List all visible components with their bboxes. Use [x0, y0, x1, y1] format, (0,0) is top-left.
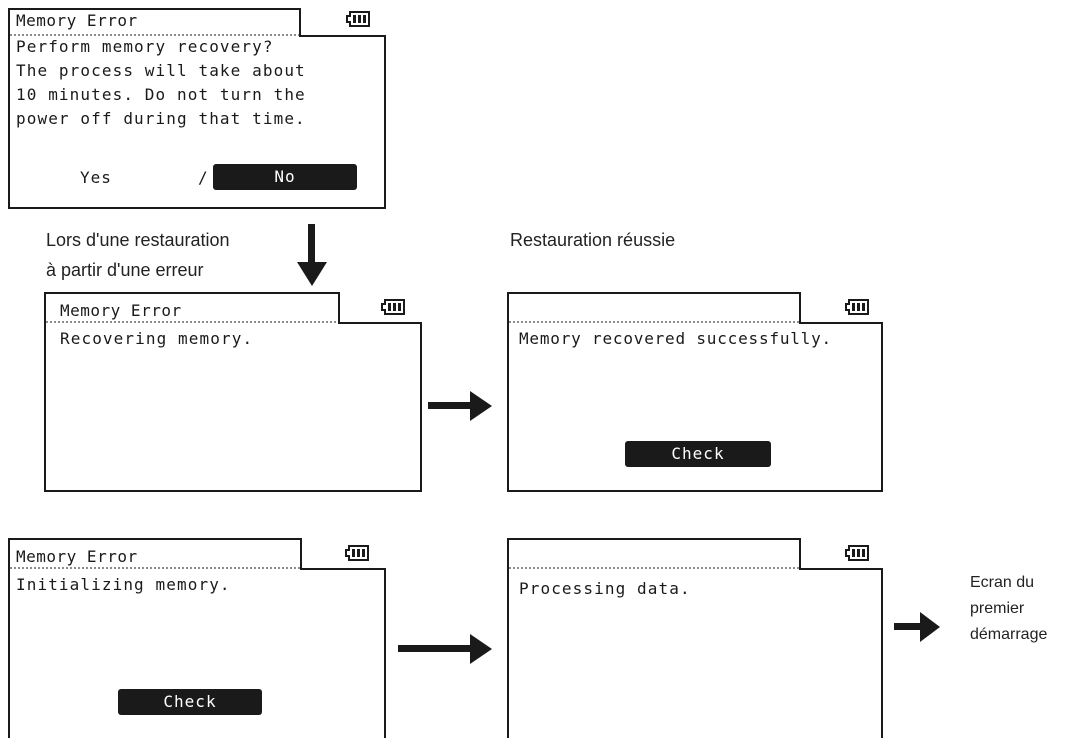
screen-title: Memory Error: [16, 11, 138, 30]
battery-icon: [346, 11, 370, 27]
recovery-success-screen: Memory recovered successfully. Check: [507, 292, 883, 492]
prompt-line-3: 10 minutes. Do not turn the: [16, 85, 306, 104]
battery-icon: [381, 299, 405, 315]
option-separator: /: [198, 168, 209, 187]
down-arrow: [297, 224, 327, 286]
screen-frame: [8, 538, 386, 738]
right-arrow: [894, 612, 940, 642]
prompt-line-4: power off during that time.: [16, 109, 306, 128]
right-arrow: [398, 634, 492, 664]
processing-data-screen: Processing data.: [507, 538, 883, 738]
battery-icon: [345, 545, 369, 561]
initializing-memory-screen: Memory Error Initializing memory. Check: [8, 538, 386, 738]
no-button[interactable]: No: [213, 164, 357, 190]
prompt-line-2: The process will take about: [16, 61, 306, 80]
caption-first-startup-line-3: démarrage: [970, 626, 1048, 643]
screen-title: Memory Error: [16, 547, 138, 566]
status-message: Initializing memory.: [16, 575, 231, 594]
screen-frame: [507, 538, 883, 738]
recovering-memory-screen: Memory Error Recovering memory.: [44, 292, 422, 492]
caption-first-startup-line-1: Ecran du: [970, 574, 1035, 591]
battery-icon: [845, 545, 869, 561]
caption-restore-from-error-line-2: à partir d'une erreur: [46, 260, 204, 280]
status-message: Memory recovered successfully.: [519, 329, 832, 348]
caption-first-startup-line-2: premier: [970, 600, 1025, 617]
check-button[interactable]: Check: [625, 441, 771, 467]
caption-first-startup: Ecran du premier démarrage: [970, 570, 1047, 648]
right-arrow: [428, 391, 492, 421]
screen-title: Memory Error: [60, 301, 182, 320]
status-message: Recovering memory.: [60, 329, 254, 348]
check-button[interactable]: Check: [118, 689, 262, 715]
memory-error-prompt-screen: Memory Error Perform memory recovery? Th…: [8, 8, 386, 209]
prompt-line-1: Perform memory recovery?: [16, 37, 274, 56]
yes-button[interactable]: Yes: [80, 168, 112, 187]
battery-icon: [845, 299, 869, 315]
status-message: Processing data.: [519, 579, 691, 598]
caption-restore-from-error-line-1: Lors d'une restauration: [46, 230, 230, 250]
caption-restore-success: Restauration réussie: [510, 230, 676, 250]
screen-frame: [44, 292, 422, 492]
screen-frame: [8, 8, 386, 209]
screen-frame: [507, 292, 883, 492]
